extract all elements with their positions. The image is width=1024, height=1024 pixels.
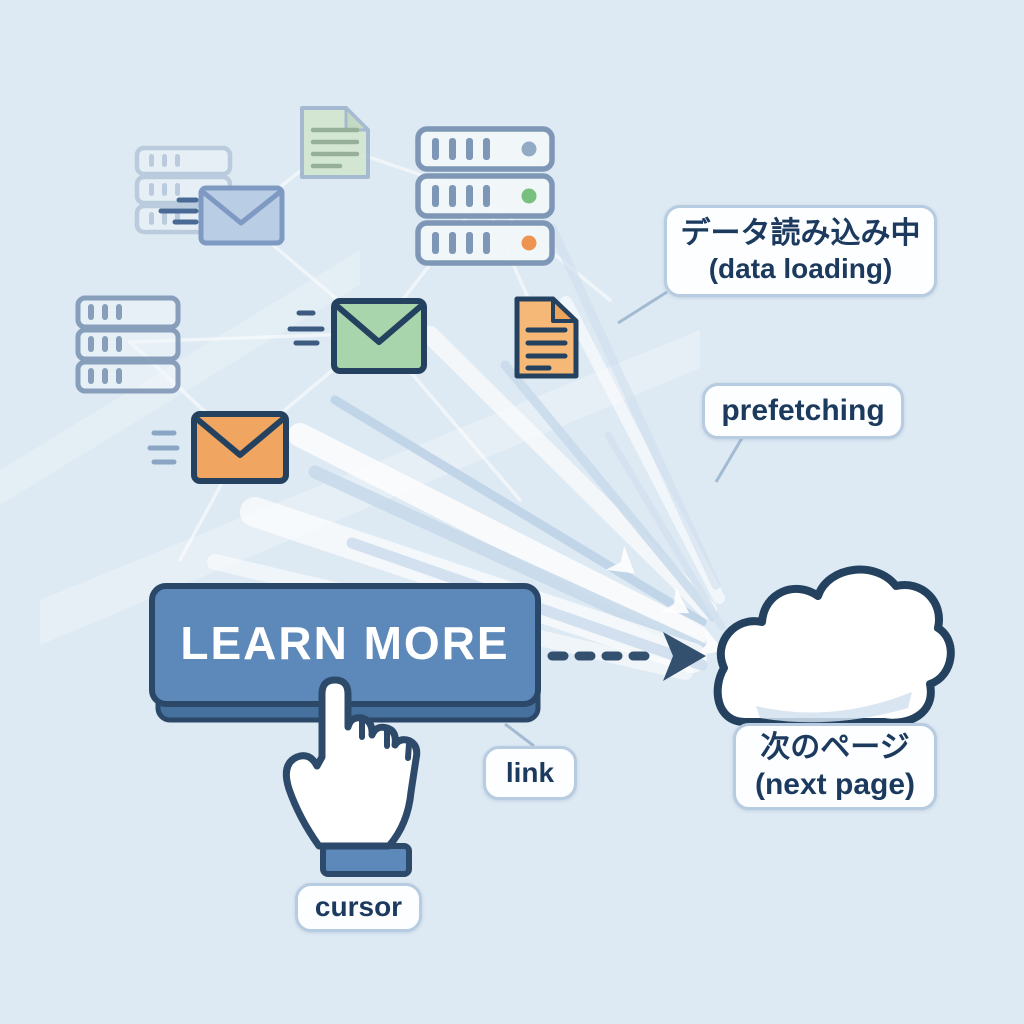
streak-arrowheads [605,546,724,657]
pointer-hand-cursor-icon [282,676,421,877]
status-dot [521,235,537,251]
callout-next-page-jp: 次のページ [760,730,910,764]
envelope-green-icon [287,298,427,374]
status-dot [521,188,537,204]
callout-cursor: cursor [295,883,422,932]
callout-next-page-en: (next page) [754,767,916,801]
prefetch-speed-streaks [207,223,726,680]
callout-data-loading-jp: データ読み込み中 [680,216,921,250]
learn-more-button[interactable] [149,583,541,723]
cursor-cuff [320,843,412,877]
document-orange-icon [514,296,579,379]
callout-link: link [483,746,577,800]
dashed-arrow [547,632,706,681]
speed-lines [158,197,199,225]
callout-data-loading: データ読み込み中 (data loading) [664,205,937,297]
callout-prefetching: prefetching [702,383,904,439]
cloud-icon [713,565,955,727]
server-rack-left-icon [75,295,181,394]
knuckle-lines [359,718,412,761]
speed-lines [147,430,180,465]
envelope-blue-icon [158,185,285,246]
callout-connectors [504,290,744,748]
arrowhead [663,632,706,681]
callout-next-page: 次のページ (next page) [733,723,937,810]
cursor-hand [282,676,421,850]
callout-link-label: link [505,756,555,788]
document-green-icon [300,106,370,179]
envelope-orange-icon [147,411,289,484]
server-rack-dotted-icon [415,126,555,266]
callout-data-loading-en: (data loading) [708,253,893,285]
speed-lines [287,310,325,346]
callout-cursor-label: cursor [314,891,403,923]
callout-prefetching-label: prefetching [721,393,885,427]
status-dot [521,141,537,157]
